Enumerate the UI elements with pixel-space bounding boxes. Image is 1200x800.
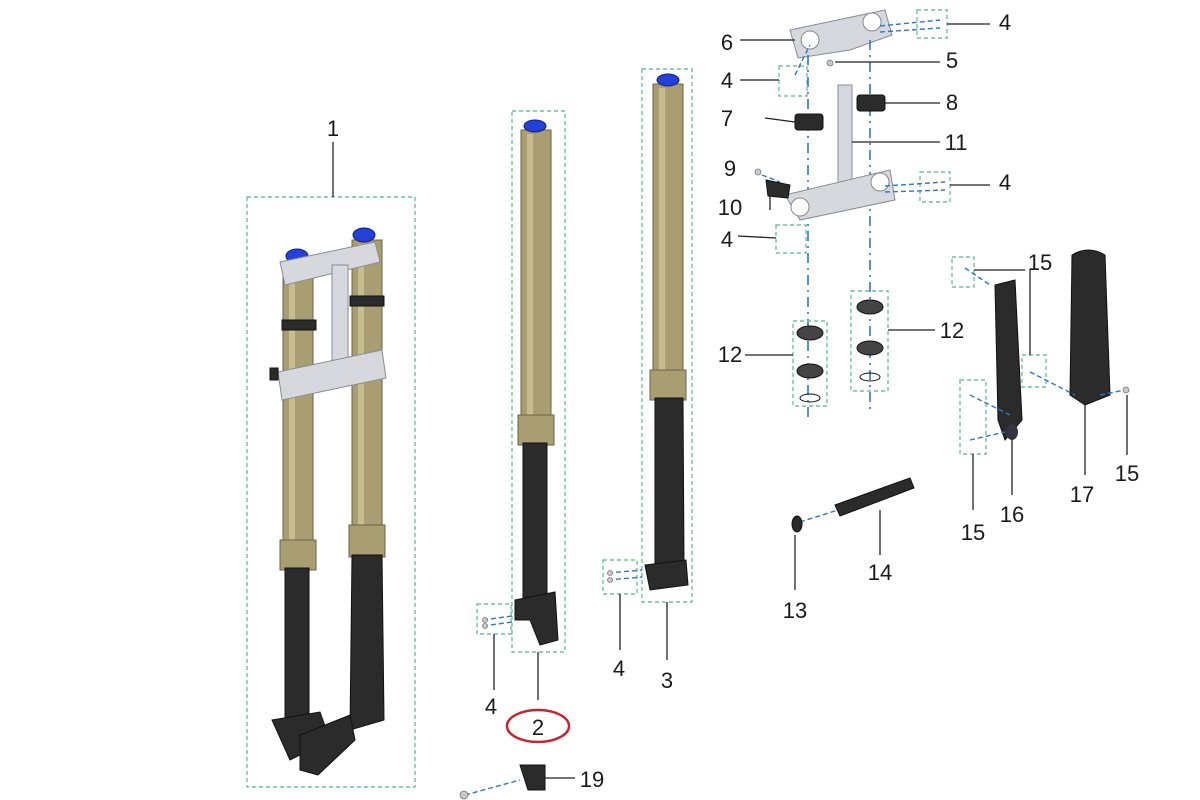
- callout-4: 4: [721, 68, 733, 93]
- callout-11: 11: [945, 130, 968, 155]
- fork-leg-assembly-3: [602, 68, 693, 603]
- bottom-clamp: [277, 349, 387, 401]
- stem-nut-7: [794, 113, 824, 131]
- guard-17: [1069, 249, 1111, 406]
- stem-nut-8: [856, 94, 886, 112]
- callout-numbers: 1 2 3 4 4 4 4 4 4 5 6 7 8 9 10 11 12 12 …: [327, 10, 1139, 792]
- callout-4: 4: [999, 10, 1011, 35]
- callout-9: 9: [724, 156, 736, 181]
- callout-12: 12: [718, 342, 742, 367]
- right-lower-leg: [349, 554, 385, 731]
- axle-14: [834, 477, 915, 517]
- guard-16: [994, 279, 1023, 441]
- callout-5: 5: [946, 48, 958, 73]
- highlight-ring: [505, 708, 571, 744]
- top-clamp: [279, 241, 381, 286]
- bolt-9: [754, 168, 762, 176]
- fork-assembly-1: [246, 196, 416, 788]
- leg-3-lower: [654, 397, 685, 571]
- callout-12: 12: [940, 318, 964, 343]
- right-upper-tube: [351, 239, 383, 541]
- callout-4: 4: [485, 694, 497, 719]
- steering-stem: [331, 264, 349, 361]
- fork-leg-assembly-2: [476, 110, 566, 653]
- callout-10: 10: [718, 195, 742, 220]
- callout-7: 7: [721, 106, 733, 131]
- part-19: [459, 764, 546, 800]
- bracket-10: [765, 179, 791, 199]
- callout-8: 8: [946, 90, 958, 115]
- left-lower-leg: [284, 567, 310, 729]
- callout-13: 13: [783, 598, 807, 623]
- left-upper-tube: [282, 261, 314, 553]
- leg-3-upper-tube: [652, 83, 684, 385]
- right-fork-cap: [352, 227, 376, 243]
- callout-2: 2: [532, 715, 544, 740]
- stem-shaft: [837, 84, 853, 186]
- callout-4: 4: [721, 227, 733, 252]
- callout-14: 14: [868, 560, 892, 585]
- steering-stem-exploded: [754, 9, 951, 420]
- callout-15: 15: [961, 520, 985, 545]
- axle-parts: [791, 477, 915, 533]
- callout-4: 4: [999, 170, 1011, 195]
- callout-4: 4: [613, 656, 625, 681]
- clamp-19: [519, 764, 546, 791]
- leader-lines: [332, 23, 1128, 779]
- leg-2-lower: [522, 442, 548, 604]
- leg-3-cap: [656, 73, 680, 87]
- group-box-1: [246, 196, 416, 788]
- leg-2-cap: [523, 119, 547, 133]
- callout-19: 19: [580, 767, 604, 792]
- callout-3: 3: [661, 668, 673, 693]
- group-box-2: [511, 110, 566, 653]
- group-box-3: [641, 68, 693, 603]
- leg-2-upper-tube: [520, 129, 552, 421]
- callout-15: 15: [1028, 250, 1052, 275]
- axle-bolt-13: [791, 515, 803, 533]
- fork-guards: [951, 249, 1130, 455]
- callout-1: 1: [327, 116, 339, 141]
- bearing-set-left: [792, 320, 828, 407]
- callout-17: 17: [1070, 482, 1094, 507]
- callout-16: 16: [1000, 502, 1024, 527]
- bearing-set-right: [850, 290, 889, 392]
- callout-6: 6: [721, 30, 733, 55]
- callout-15: 15: [1115, 461, 1139, 486]
